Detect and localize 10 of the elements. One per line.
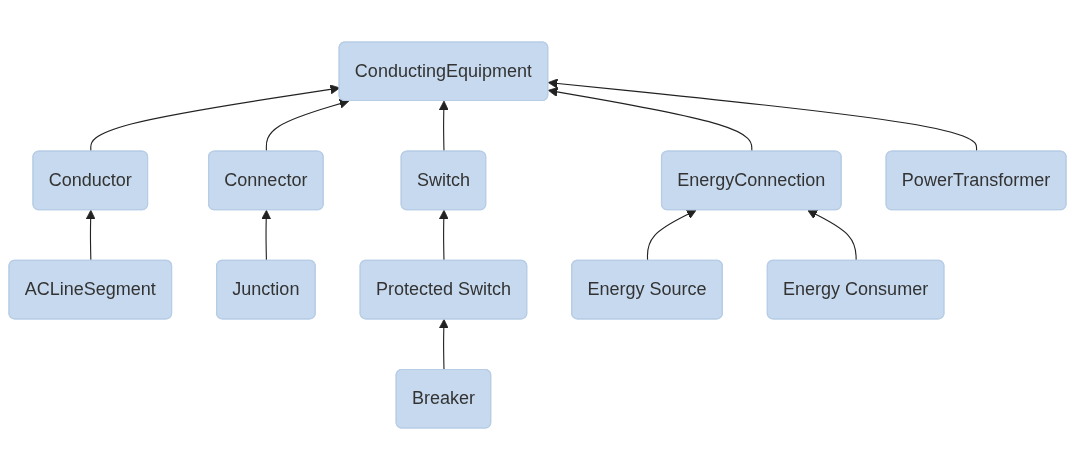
arrow (265, 98, 350, 153)
arrow (807, 209, 857, 262)
arrow (85, 209, 96, 262)
arrow (547, 87, 753, 153)
arrow (438, 209, 449, 262)
arrow (438, 100, 449, 153)
arrow (261, 209, 272, 262)
arrow (547, 78, 978, 153)
arrow (438, 318, 449, 371)
arrow (646, 209, 697, 262)
